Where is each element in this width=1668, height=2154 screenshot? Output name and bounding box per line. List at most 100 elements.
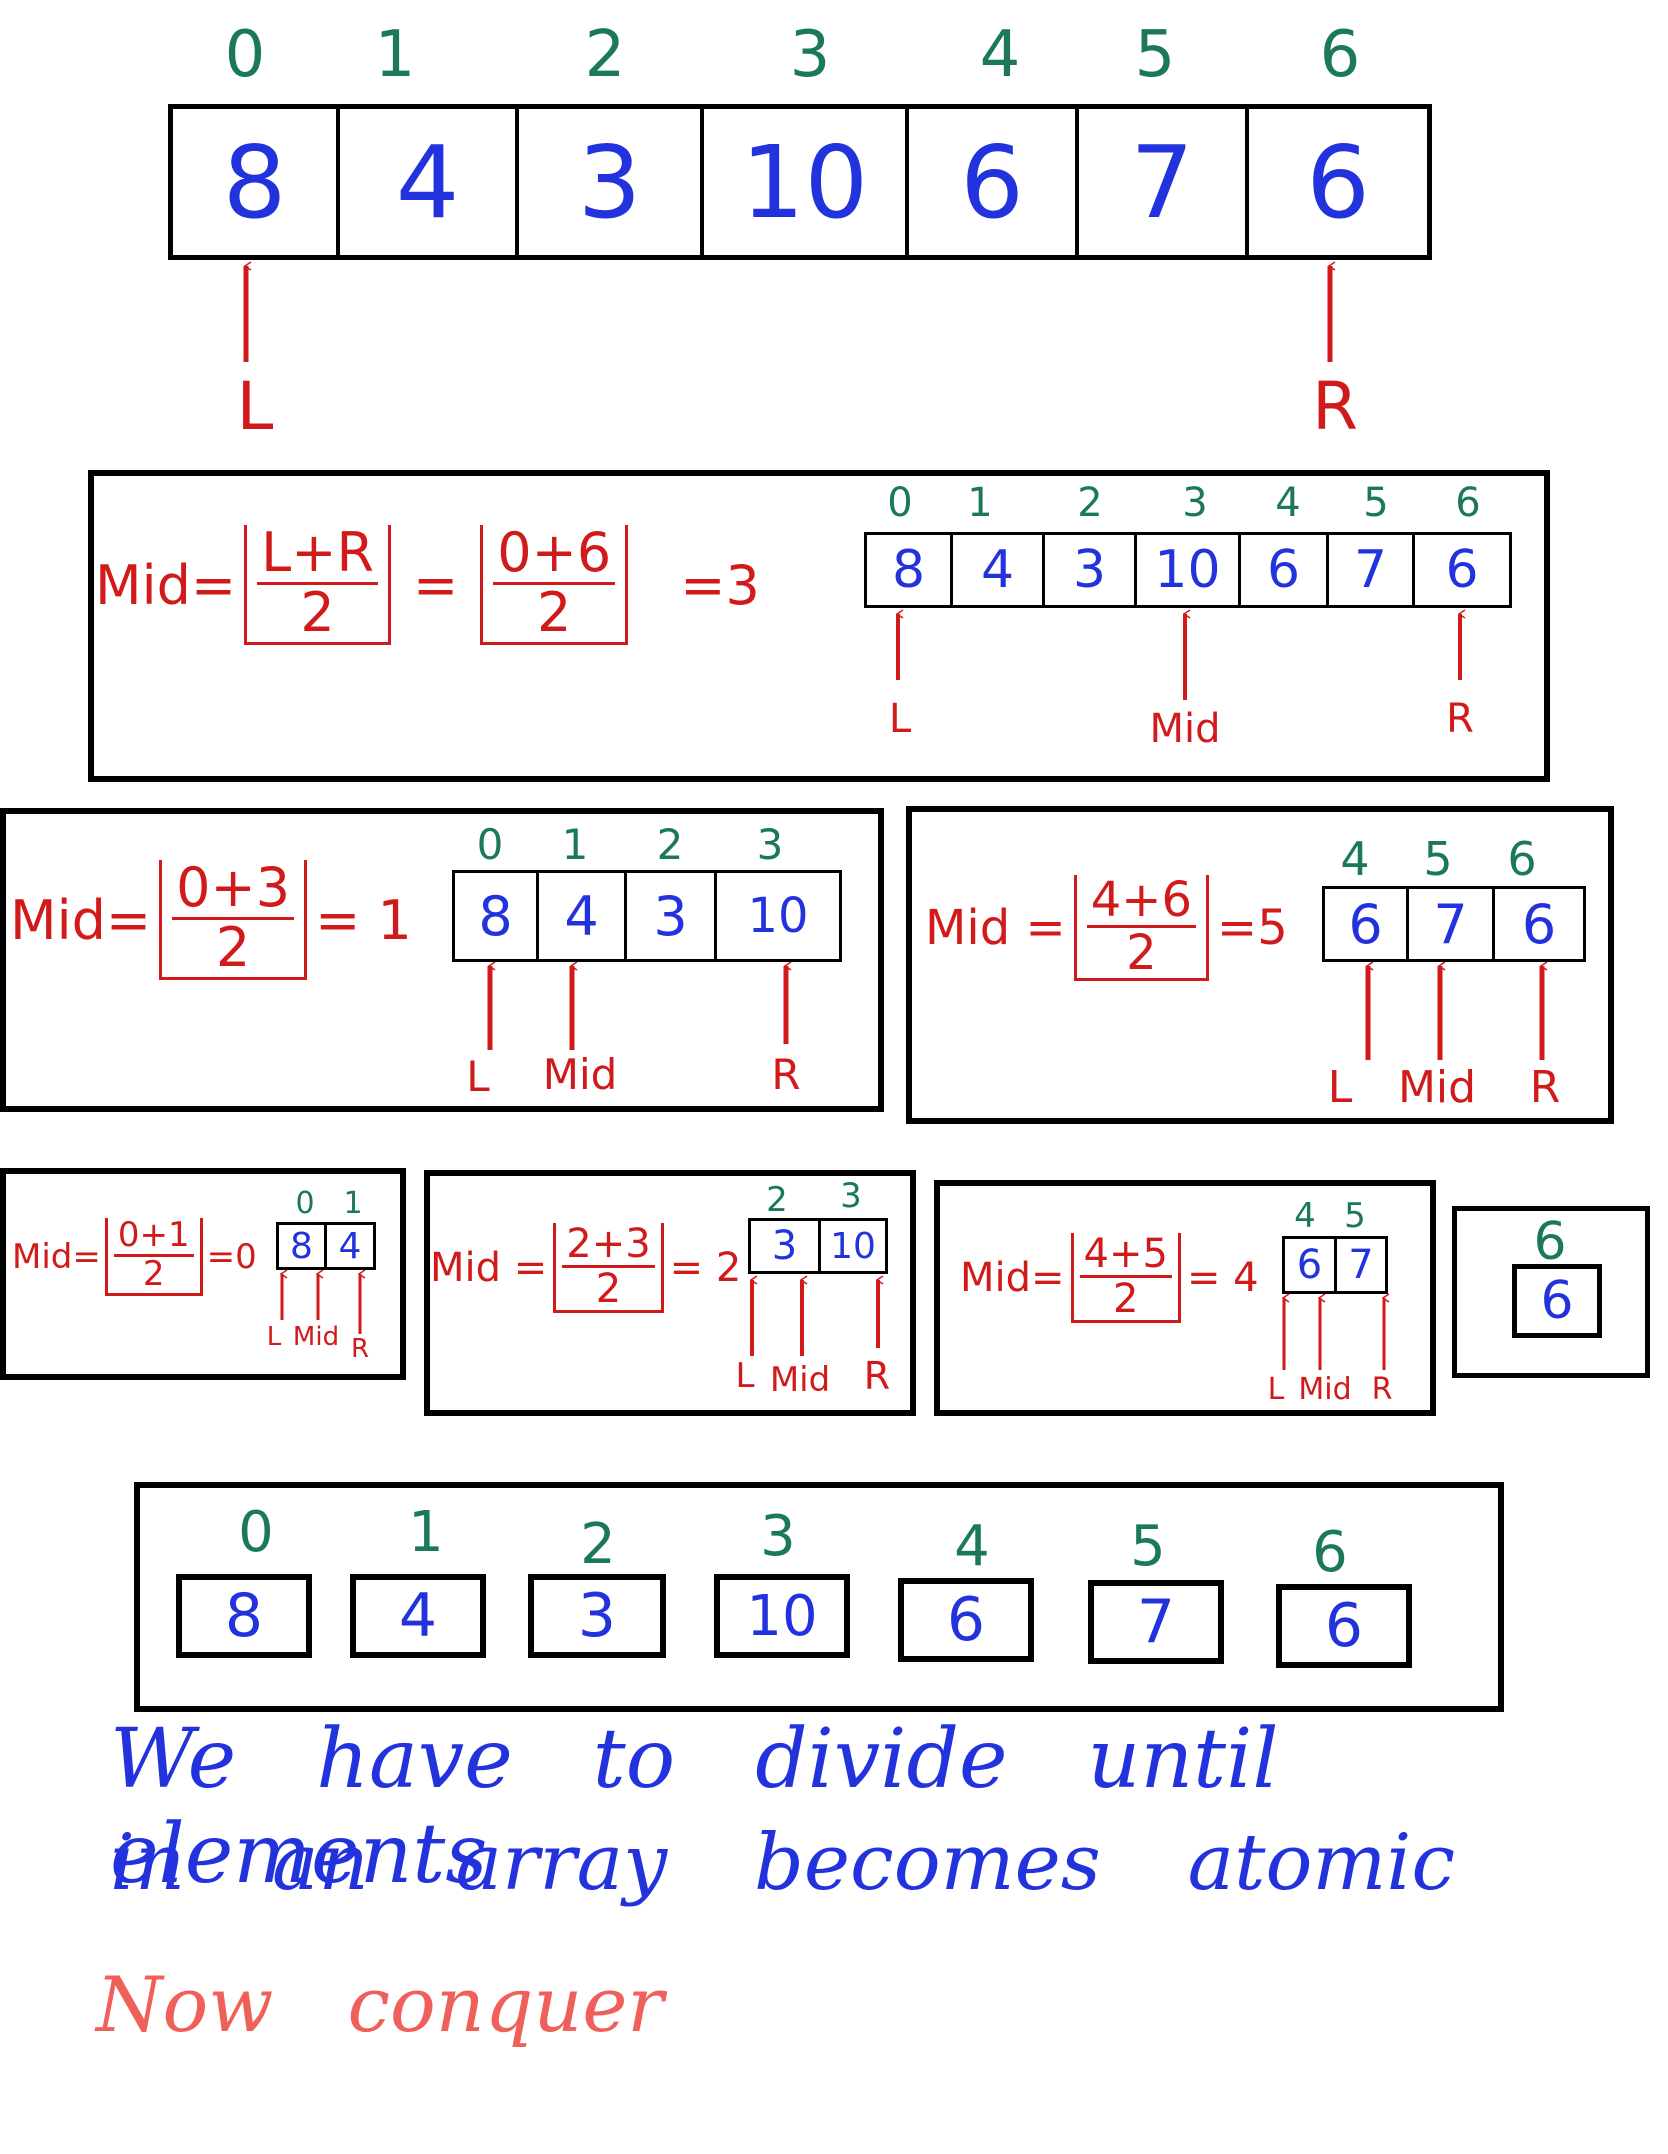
atomic-cell: 6 [898, 1578, 1034, 1662]
step3-b-pointer-r: R [863, 1354, 891, 1398]
step1-cell: 6 [1445, 540, 1479, 600]
step2-left-floor: 0+3 2 [159, 860, 308, 980]
step1-result: =3 [680, 553, 760, 617]
step3-b-pointer-l: L [735, 1356, 755, 1396]
step2-left-cell: 8 [455, 873, 539, 959]
step2-right-frame [906, 806, 1614, 1124]
top-left-pointer-label: L [236, 368, 274, 445]
atomic-cell: 8 [176, 1574, 312, 1658]
top-cell: 4 [340, 109, 519, 255]
step2-left-index: 1 [561, 820, 589, 869]
step1-cell: 6 [1241, 535, 1329, 605]
step3-b-pointer-mid: Mid [769, 1360, 831, 1400]
step1-formula: Mid= L+R 2 = 0+6 2 =3 [95, 525, 760, 645]
step2-right-index: 4 [1340, 832, 1370, 886]
atomic-cell: 6 [1276, 1584, 1412, 1668]
step1-index: 5 [1363, 480, 1389, 526]
step3-d-index: 6 [1533, 1212, 1567, 1272]
atomic-frame [134, 1482, 1504, 1712]
step3-a-floor: 0+1 2 [104, 1218, 203, 1296]
step3-c-pointer-l: L [1267, 1372, 1285, 1407]
step3-b-result: = 2 [669, 1245, 742, 1291]
step1-frame [88, 470, 1550, 782]
atomic-cell: 4 [350, 1574, 486, 1658]
step2-left-index: 3 [756, 820, 784, 869]
step3-b-cell: 3 [751, 1221, 821, 1271]
step1-cell: 7 [1329, 535, 1415, 605]
atomic-cell: 10 [714, 1574, 850, 1658]
top-cell: 7 [1079, 109, 1249, 255]
step2-left-array: 8 4 3 10 [452, 870, 842, 962]
step2-right-array: 6 7 6 [1322, 886, 1586, 962]
step3-a-cell: 4 [338, 1225, 362, 1267]
step1-cell: 8 [867, 535, 953, 605]
step1-cell: 10 [1137, 535, 1241, 605]
step3-a-pointer-mid: Mid [292, 1322, 340, 1352]
step3-b-prefix: Mid = [430, 1245, 548, 1291]
step3-b-num: 2+3 [562, 1223, 655, 1268]
step3-a-den: 2 [142, 1254, 165, 1294]
step3-b-array: 3 10 [748, 1218, 888, 1274]
top-index-0: 0 [224, 18, 266, 92]
top-cell: 8 [173, 109, 340, 255]
step2-right-pointer-r: R [1529, 1062, 1561, 1113]
step3-b-den: 2 [595, 1266, 622, 1312]
step3-b-frame [424, 1170, 916, 1416]
step2-left-cell: 4 [539, 873, 627, 959]
step3-b-index: 2 [766, 1180, 788, 1220]
step2-left-prefix: Mid= [10, 888, 152, 952]
step3-c-result: = 4 [1186, 1255, 1259, 1301]
step2-right-result: =5 [1217, 900, 1288, 956]
step3-c-floor: 4+5 2 [1070, 1233, 1181, 1323]
step3-a-cell: 8 [279, 1225, 327, 1267]
atomic-index: 5 [1130, 1514, 1166, 1579]
step3-b-floor: 2+3 2 [553, 1223, 664, 1313]
step3-a-array: 8 4 [276, 1222, 376, 1270]
atomic-cell: 7 [1088, 1580, 1224, 1664]
step2-right-formula: Mid = 4+6 2 =5 [925, 868, 1288, 988]
step3-c-pointer-mid: Mid [1298, 1372, 1352, 1407]
step2-left-pointer-l: L [466, 1052, 490, 1101]
step1-pointer-mid: Mid [1149, 706, 1221, 752]
step3-a-index: 0 [295, 1186, 315, 1221]
step2-right-cell: 6 [1325, 889, 1409, 959]
atomic-cell: 3 [528, 1574, 666, 1658]
step2-left-pointer-mid: Mid [542, 1050, 618, 1099]
top-right-pointer-label: R [1312, 368, 1358, 445]
step2-left-den: 2 [215, 916, 251, 979]
step1-pointer-l: L [888, 696, 912, 742]
step1-cell: 3 [1045, 535, 1137, 605]
step3-a-result: =0 [206, 1237, 257, 1277]
top-cell: 3 [519, 109, 704, 255]
step3-a-prefix: Mid= [12, 1237, 101, 1277]
top-index-1: 1 [374, 18, 416, 92]
step3-d-frame [1452, 1206, 1650, 1378]
step1-num-1: L+R [257, 525, 378, 585]
atomic-index: 4 [954, 1514, 990, 1579]
step2-left-cell: 10 [747, 888, 809, 944]
atomic-index: 0 [238, 1500, 274, 1565]
step2-left-index: 2 [656, 820, 684, 869]
step3-c-formula: Mid= 4+5 2 = 4 [960, 1230, 1259, 1326]
step2-right-cell: 7 [1409, 889, 1495, 959]
step3-d-cell: 6 [1512, 1264, 1602, 1338]
top-cell: 10 [704, 109, 909, 255]
step2-right-den: 2 [1126, 925, 1157, 981]
step2-right-num: 4+6 [1086, 874, 1196, 928]
top-index-2: 2 [584, 18, 626, 92]
top-cell: 6 [909, 109, 1079, 255]
top-index-5: 5 [1134, 18, 1176, 92]
step3-c-prefix: Mid= [960, 1255, 1065, 1301]
step2-right-index: 5 [1423, 832, 1453, 886]
step1-pointer-r: R [1446, 696, 1474, 742]
step2-left-num: 0+3 [172, 860, 295, 920]
step2-left-result: = 1 [315, 888, 412, 952]
step2-right-floor: 4+6 2 [1073, 874, 1209, 982]
step2-left-cell: 3 [627, 873, 717, 959]
step3-b-cell: 10 [830, 1225, 876, 1267]
step3-b-formula: Mid = 2+3 2 = 2 [430, 1218, 741, 1318]
step1-index: 6 [1455, 480, 1481, 526]
step1-index: 4 [1275, 480, 1301, 526]
step1-floor-1: L+R 2 [244, 525, 391, 645]
step3-a-pointer-r: R [350, 1334, 370, 1364]
